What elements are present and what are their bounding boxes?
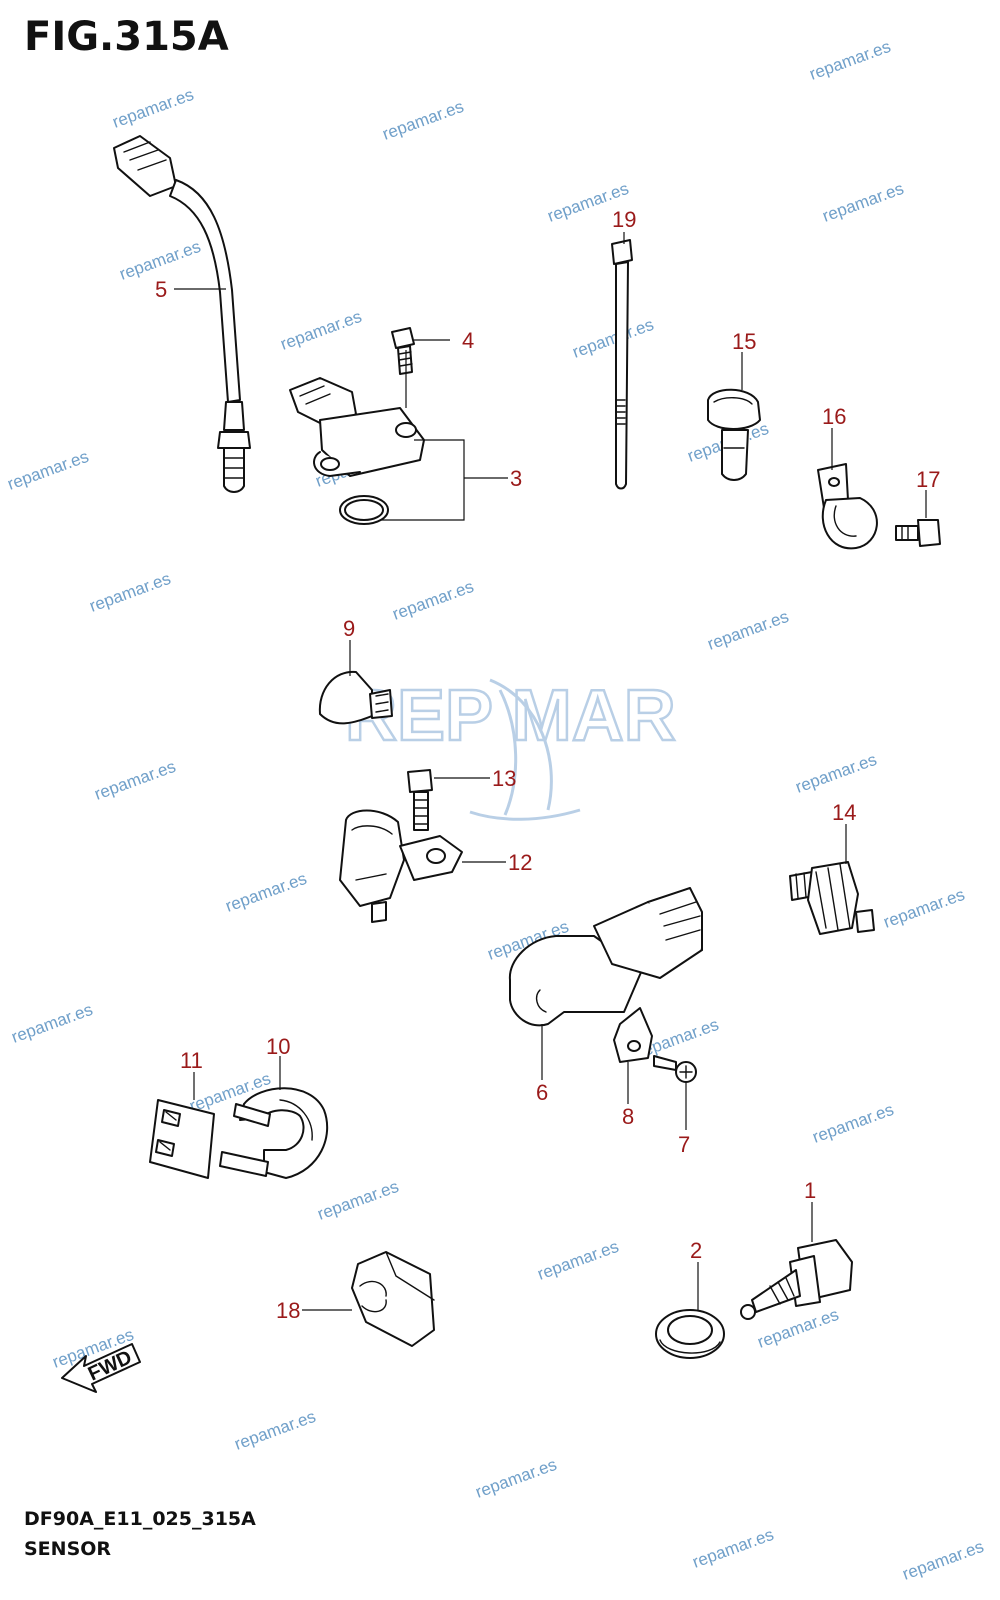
callout-14: 14 <box>832 800 856 825</box>
part-14-pressure-switch[interactable] <box>789 861 875 935</box>
part-8-bracket[interactable] <box>613 1007 653 1063</box>
part-18-rubber-block[interactable] <box>351 1251 435 1347</box>
part-7-screw[interactable] <box>653 1055 697 1083</box>
callout-16: 16 <box>822 404 846 429</box>
watermark: repamar.es <box>380 97 466 144</box>
watermark: repamar.es <box>9 1000 95 1047</box>
watermark: repamar.es <box>820 179 906 226</box>
watermark: repamar.es <box>473 1455 559 1502</box>
callout-10: 10 <box>266 1034 290 1059</box>
callout-1: 1 <box>804 1178 816 1203</box>
callout-6: 6 <box>536 1080 548 1105</box>
watermark: repamar.es <box>900 1537 986 1584</box>
watermark: repamar.es <box>690 1525 776 1572</box>
callout-12: 12 <box>508 850 532 875</box>
diagram-code: DF90A_E11_025_315A <box>24 1508 256 1530</box>
diagram-name: SENSOR <box>24 1538 112 1560</box>
logo-text: REP MAR <box>345 676 676 756</box>
repmar-logo: REP MAR <box>344 675 677 821</box>
watermark: repamar.es <box>793 750 879 797</box>
watermark: repamar.es <box>92 757 178 804</box>
callout-19: 19 <box>612 207 636 232</box>
part-19-cable-tie[interactable] <box>611 239 633 490</box>
part-10-clamp-band[interactable] <box>219 1087 329 1179</box>
callout-5: 5 <box>155 277 167 302</box>
watermark: repamar.es <box>315 1177 401 1224</box>
watermark: repamar.es <box>5 447 91 494</box>
watermark: repamar.es <box>755 1305 841 1352</box>
callout-3: 3 <box>510 466 522 491</box>
watermark: repamar.es <box>278 307 364 354</box>
watermark: repamar.es <box>810 1100 896 1147</box>
callout-18: 18 <box>276 1298 300 1323</box>
watermark: repamar.es <box>807 37 893 84</box>
part-13-bolt[interactable] <box>407 769 433 831</box>
part-17-bolt[interactable] <box>895 519 941 547</box>
part-4-bolt[interactable] <box>391 327 415 375</box>
part-12-position-sensor[interactable] <box>339 809 463 923</box>
watermark: repamar.es <box>87 569 173 616</box>
part-1-temp-sensor[interactable] <box>740 1239 853 1320</box>
callout-2: 2 <box>690 1238 702 1263</box>
watermark: repamar.es <box>223 869 309 916</box>
part-2-grommet[interactable] <box>655 1309 725 1359</box>
watermark: repamar.es <box>232 1407 318 1454</box>
callout-11: 11 <box>180 1048 203 1073</box>
leader-lines <box>174 232 927 1311</box>
watermark: repamar.es <box>881 885 967 932</box>
watermark: repamar.es <box>110 85 196 132</box>
callout-15: 15 <box>732 329 756 354</box>
part-16-clamp[interactable] <box>817 463 878 550</box>
part-11-pad[interactable] <box>149 1099 215 1179</box>
watermark: repamar.es <box>390 577 476 624</box>
part-5-sensor-lead[interactable] <box>113 135 251 493</box>
callout-9: 9 <box>343 616 355 641</box>
callout-4: 4 <box>462 328 474 353</box>
callout-13: 13 <box>492 766 516 791</box>
watermark: repamar.es <box>535 1237 621 1284</box>
part-3-pressure-sensor[interactable] <box>289 377 425 525</box>
callout-8: 8 <box>622 1104 634 1129</box>
callout-17: 17 <box>916 467 940 492</box>
watermark: repamar.es <box>570 315 656 362</box>
watermark: repamar.es <box>705 607 791 654</box>
part-9-cap[interactable] <box>318 670 393 725</box>
callout-7: 7 <box>678 1132 690 1157</box>
callout-labels: 5 4 3 19 15 16 17 9 13 12 14 6 8 7 11 10… <box>155 207 940 1323</box>
part-15-clip[interactable] <box>707 388 761 481</box>
part-6-crank-sensor[interactable] <box>508 887 703 1027</box>
figure-title: FIG.315A <box>24 14 229 60</box>
